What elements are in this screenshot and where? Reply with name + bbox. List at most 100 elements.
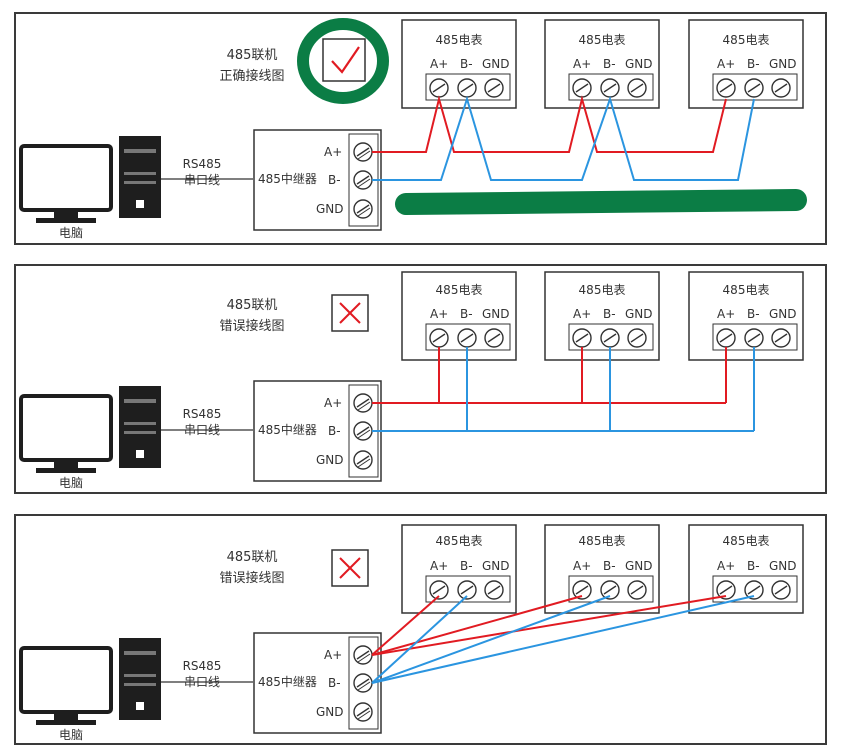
screw-terminal-icon: [572, 328, 592, 348]
repeater-terminal-label: A+: [324, 648, 343, 662]
meter-terminal-label: A+: [430, 307, 449, 321]
screw-terminal-icon: [716, 328, 736, 348]
a-plus-wire: [371, 595, 727, 656]
wiring-diagram-correct: [19, 18, 807, 231]
screw-terminal-icon: [744, 580, 764, 600]
meter-title: 485电表: [435, 534, 483, 548]
meter-terminal-label: GND: [769, 57, 797, 71]
cable-label-line1: RS485: [182, 659, 222, 673]
meter-title: 485电表: [722, 534, 770, 548]
repeater-terminal-label: A+: [324, 396, 343, 410]
screw-terminal-icon: [429, 580, 449, 600]
cross-icon: [331, 294, 369, 332]
screw-terminal-icon: [627, 78, 647, 98]
a-plus-wire: [372, 347, 727, 404]
meter-terminal-label: A+: [573, 57, 592, 71]
b-minus-wire: [371, 595, 755, 684]
meter-terminal-label: A+: [573, 307, 592, 321]
meter-terminal-label: B-: [460, 307, 473, 321]
b-minus-wire: [372, 347, 755, 432]
cross-icon: [331, 549, 369, 587]
screw-terminal-icon: [353, 673, 373, 693]
meter-terminal-label: B-: [460, 57, 473, 71]
screw-terminal-icon: [771, 580, 791, 600]
meter-terminal-label: GND: [482, 57, 510, 71]
meter-terminal-label: B-: [603, 559, 616, 573]
meter-terminal-label: A+: [430, 57, 449, 71]
computer-monitor-icon: [19, 144, 113, 223]
computer-tower-icon: [119, 136, 161, 218]
screw-terminal-icon: [744, 78, 764, 98]
screw-terminal-icon: [572, 78, 592, 98]
title-line1: 485联机: [226, 298, 278, 313]
repeater-terminal-label: B-: [328, 424, 341, 438]
repeater-terminal-label: B-: [328, 173, 341, 187]
screw-terminal-icon: [484, 580, 504, 600]
screw-terminal-icon: [600, 328, 620, 348]
green-marker-stroke: [395, 189, 807, 215]
computer-monitor-icon: [19, 646, 113, 725]
title-line1: 485联机: [226, 48, 278, 63]
title-line2: 错误接线图: [219, 571, 285, 586]
meter-terminal-label: A+: [573, 559, 592, 573]
wiring-diagram-wrong-1: [19, 271, 804, 482]
screw-terminal-icon: [600, 78, 620, 98]
repeater-terminal-label: B-: [328, 676, 341, 690]
screw-terminal-icon: [353, 702, 373, 722]
screw-terminal-icon: [353, 421, 373, 441]
meter-terminal-label: A+: [430, 559, 449, 573]
screw-terminal-icon: [716, 78, 736, 98]
meter-terminal-label: A+: [717, 57, 736, 71]
screw-terminal-icon: [771, 78, 791, 98]
meter-terminal-label: GND: [482, 559, 510, 573]
meter-terminal-label: B-: [747, 57, 760, 71]
meter-terminal-label: B-: [603, 307, 616, 321]
screw-terminal-icon: [353, 645, 373, 665]
meter-title: 485电表: [722, 283, 770, 297]
meter-title: 485电表: [578, 534, 626, 548]
screw-terminal-icon: [457, 78, 477, 98]
computer-monitor-icon: [19, 394, 113, 473]
wiring-diagram-wrong-2: [19, 524, 804, 734]
screw-terminal-icon: [353, 170, 373, 190]
meter-terminal-label: GND: [769, 307, 797, 321]
title-line2: 正确接线图: [219, 69, 285, 84]
meter-title: 485电表: [435, 33, 483, 47]
panel-title: 485联机正确接线图: [192, 45, 312, 87]
meter-terminal-label: GND: [769, 559, 797, 573]
meter-terminal-label: B-: [460, 559, 473, 573]
a-plus-wire: [372, 95, 727, 153]
meter-terminal-label: GND: [625, 559, 653, 573]
repeater-terminal-label: GND: [316, 705, 344, 719]
b-minus-wire: [372, 95, 755, 181]
computer-label: 电脑: [59, 728, 84, 742]
screw-terminal-icon: [457, 580, 477, 600]
screw-terminal-icon: [484, 78, 504, 98]
screw-terminal-icon: [600, 580, 620, 600]
cable-label-line1: RS485: [182, 157, 222, 171]
cable-label-line2: 串口线: [183, 423, 220, 437]
meter-terminal-label: A+: [717, 307, 736, 321]
computer-label: 电脑: [59, 226, 84, 240]
repeater-terminal-label: GND: [316, 453, 344, 467]
screw-terminal-icon: [744, 328, 764, 348]
meter-terminal-label: GND: [482, 307, 510, 321]
screw-terminal-icon: [627, 328, 647, 348]
screw-terminal-icon: [627, 580, 647, 600]
computer-tower-icon: [119, 638, 161, 720]
repeater-label: 485中继器: [258, 423, 317, 437]
meter-terminal-label: A+: [717, 559, 736, 573]
title-line2: 错误接线图: [219, 319, 285, 334]
panel-title: 485联机错误接线图: [192, 295, 312, 337]
meter-title: 485电表: [722, 33, 770, 47]
checkmark-icon: [297, 18, 389, 104]
repeater-terminal-label: A+: [324, 145, 343, 159]
screw-terminal-icon: [353, 199, 373, 219]
screw-terminal-icon: [572, 580, 592, 600]
screw-terminal-icon: [429, 78, 449, 98]
